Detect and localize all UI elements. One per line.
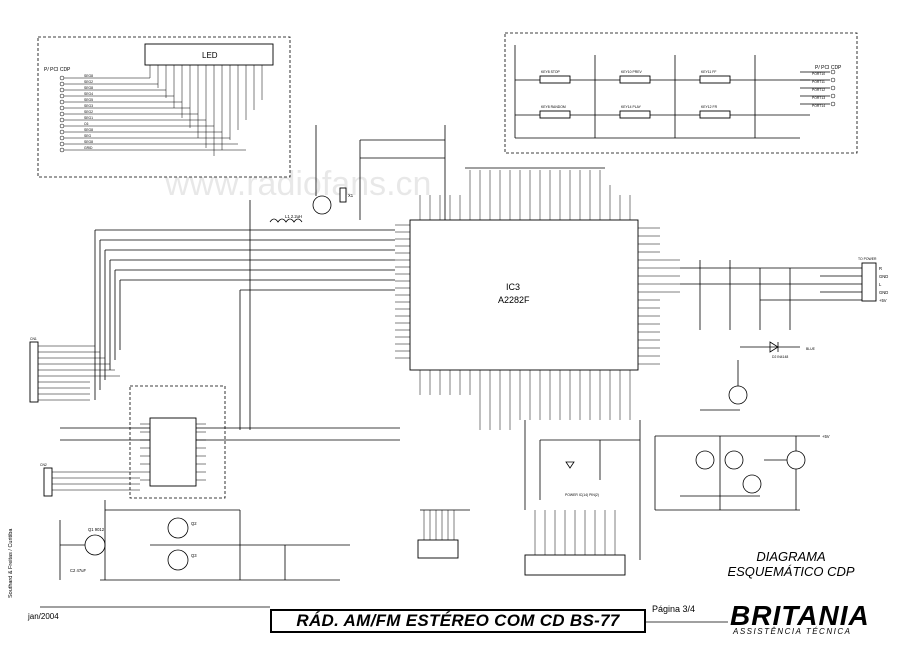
rc-line-5: PORT14 [812,104,825,108]
ic-logic-chip [149,417,197,487]
ic-logic-outline [129,385,226,499]
lc-line-12: SEG8 [84,140,93,144]
lc-line-8: SEG1 [84,116,93,120]
page-number: Página 3/4 [652,604,696,614]
led-label: LED [202,51,218,60]
key-stop-label: KEY8 STOP [541,70,561,74]
plus5v-label: +5V [822,434,830,439]
rc-line-1: PORT10 [812,72,825,76]
lc-line-5: SEG5 [84,98,93,102]
ic3-name: IC3 [506,282,520,292]
key-ff-label: KEY11 FF [701,70,716,74]
ic3-left-pins [395,224,410,359]
lc-line-10: SEG8 [84,128,93,132]
power-pin-gnd2: GND [879,290,888,295]
watermark-text: www.radiofans.cn [164,165,431,203]
schematic-title: RÁD. AM/FM ESTÉREO COM CD BS-77 [296,611,620,630]
diagram-heading: DIAGRAMA ESQUEMÁTICO CDP [716,549,866,579]
led-pins [149,65,263,156]
key-grid-wires [514,45,830,139]
brand-subtitle: ASSISTÊNCIA TÉCNICA [733,627,852,636]
lc-line-6: SEG3 [84,104,93,108]
q1-label: Q1 9012 [88,527,105,532]
power-pin-5v: +5V [879,298,887,303]
left-connector-title: P/ PCI CDP [44,67,71,73]
power-ic-label: POWER IC(14) PIN(2) [565,493,599,497]
right-connector-title: P/ PCI CDP [815,65,842,71]
key-play-label: KEY14 PLAY [621,105,642,109]
lc-line-1: SEG8 [84,74,93,78]
key-random-label: KEY8 RANDOM [541,105,566,109]
diode-symbol [565,461,575,469]
brand-logo: BRITANIA [730,600,870,631]
ic3-bottom-pins [419,370,631,430]
heading-line-1: DIAGRAMA [756,549,826,564]
cn1-label: CN1 [30,337,37,341]
x1-label: X1 [348,193,354,198]
transistor-osc [312,195,332,215]
led-board-outline [37,36,291,178]
power-connector: TO POWER R GND L GND +5V [680,257,888,330]
cn1-connector: CN1 [29,337,120,403]
q3-label: Q3 [191,553,197,558]
bottom-ribbon-1 [417,509,470,559]
right-connector-pins [830,69,836,107]
lc-line-2: SEG2 [84,80,93,84]
title-bar: RÁD. AM/FM ESTÉREO COM CD BS-77 [270,609,646,633]
ic3-right-pins [638,227,680,365]
lc-line-4: SEG4 [84,92,93,96]
transistor-q2 [167,517,189,539]
power-title: TO POWER [858,257,877,261]
inductor-l1 [269,218,303,223]
c2-label: C2 47uF [70,568,87,573]
key-prev-label: KEY10 PREV [621,70,642,74]
transistor-q1 [84,534,106,556]
side-note: Southard & Freitas / Curitiba [8,528,14,598]
bottom-ribbon-2 [524,510,626,576]
d2-label: D2 IN4148 [772,355,788,359]
heading-line-2: ESQUEMÁTICO CDP [727,564,855,579]
lc-line-7: SEG2 [84,110,93,114]
left-connector-wires [64,77,246,151]
mid-bottom-wires [524,420,641,560]
bottom-left-wires [59,500,350,581]
power-pin-l: L [879,282,882,287]
rc-line-2: PORT11 [812,80,825,84]
cn2-connector: CN2 [40,463,140,497]
lc-line-11: SEG [84,134,92,138]
right-transistor-cluster [654,435,820,511]
led-display [144,43,274,66]
blue-label: BLUE [806,347,816,351]
cn2-label: CN2 [40,463,47,467]
q2-label: Q2 [191,521,197,526]
key-board-outline [504,32,858,154]
lc-line-3: SEG8 [84,86,93,90]
ic3-chip [409,219,639,371]
rc-line-4: PORT13 [812,96,825,100]
l1-label: L1 2.2uH [285,214,302,219]
ic-logic-pins [140,423,206,481]
ic3-top-pins [419,167,631,220]
key-fr-label: KEY12 FR [701,105,718,109]
left-connector-labels: SEG8 SEG2 SEG8 SEG4 SEG5 SEG3 SEG2 SEG1 … [84,74,93,150]
date-label: jan/2004 [28,612,59,621]
lc-line-9: C6 [84,122,88,126]
left-connector-pins [59,75,65,153]
transistor-q4 [728,385,748,405]
power-pin-r: R [879,266,882,271]
left-bus-wires [60,200,400,441]
lc-line-13: GRID [84,146,93,150]
power-pin-gnd1: GND [879,274,888,279]
rc-line-3: PORT12 [812,88,825,92]
ic3-part: A2282F [498,295,530,305]
crystal-x1 [339,187,347,203]
key-switches [539,75,731,119]
transistor-q3 [167,549,189,571]
